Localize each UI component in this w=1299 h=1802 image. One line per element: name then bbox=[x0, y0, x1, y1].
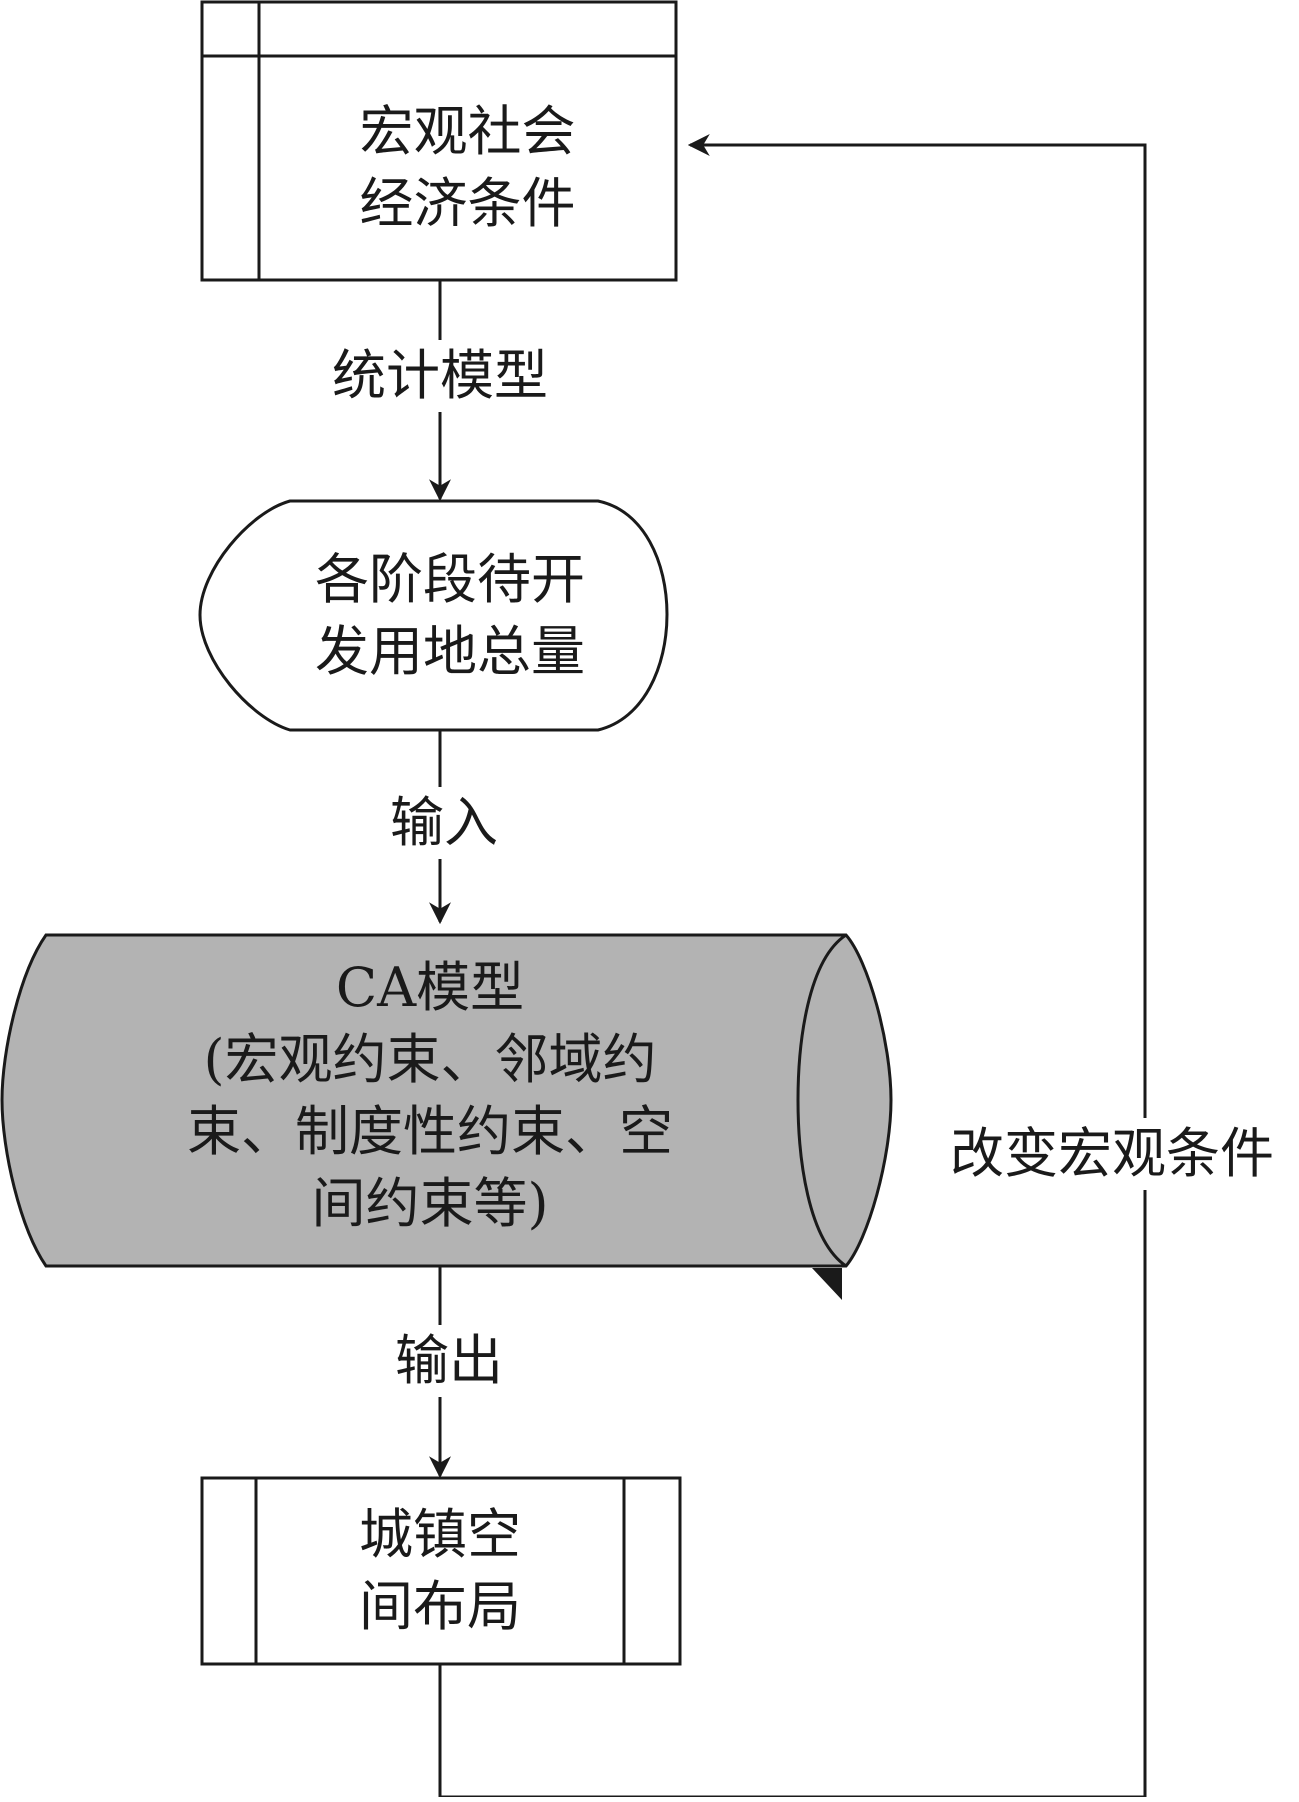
node-land-line-2: 发用地总量 bbox=[315, 620, 585, 683]
node-ca-label: CA模型 (宏观约束、邻域约 束、制度性约束、空 间约束等) bbox=[60, 952, 800, 1240]
node-macro-line-2: 经济条件 bbox=[359, 172, 576, 235]
edge-label-feedback: 改变宏观条件 bbox=[920, 1118, 1299, 1190]
node-land-line-1: 各阶段待开 bbox=[315, 548, 585, 611]
node-macro-label: 宏观社会 经济条件 bbox=[259, 96, 676, 240]
node-urban-line-2: 间布局 bbox=[359, 1575, 521, 1638]
node-urban-label: 城镇空 间布局 bbox=[256, 1499, 624, 1643]
node-ca-line-2: (宏观约束、邻域约 bbox=[203, 1028, 657, 1091]
edge-label-output: 输出 bbox=[370, 1325, 528, 1397]
node-urban-layout bbox=[200, 1476, 682, 1666]
node-macro-line-1: 宏观社会 bbox=[359, 100, 576, 163]
node-land-quantity bbox=[198, 499, 669, 732]
node-land-label: 各阶段待开 发用地总量 bbox=[220, 544, 680, 688]
edge-label-stat-model: 统计模型 bbox=[300, 340, 580, 412]
node-ca-model bbox=[0, 933, 893, 1300]
node-urban-line-1: 城镇空 bbox=[359, 1503, 521, 1566]
node-ca-line-3: 束、制度性约束、空 bbox=[187, 1100, 673, 1163]
edge-label-input: 输入 bbox=[365, 787, 523, 859]
node-macro-conditions bbox=[200, 0, 678, 282]
node-ca-line-4: 间约束等) bbox=[311, 1172, 549, 1235]
node-ca-line-1: CA模型 bbox=[335, 956, 525, 1019]
